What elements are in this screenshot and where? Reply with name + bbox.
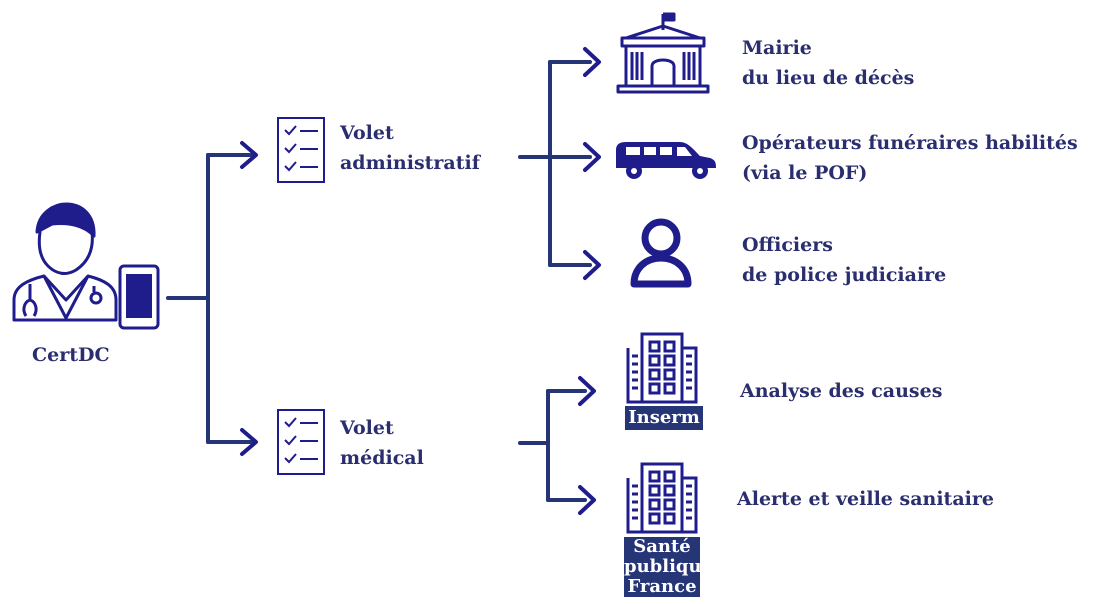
mairie-label: Mairie du lieu de décès [742, 33, 914, 93]
volet-medical-label: Volet médical [340, 413, 424, 473]
operateurs-line1: Opérateurs funéraires habilités [742, 132, 1078, 154]
volet-admin-line2: administratif [340, 152, 480, 174]
town-hall-icon [616, 12, 710, 94]
connector-admin-trunk [518, 60, 552, 267]
spf-tag: Santé publique France [624, 536, 714, 597]
checklist-icon-medical [277, 409, 325, 475]
spf-tag-line3: France [627, 576, 697, 597]
mairie-line2: du lieu de décès [742, 67, 915, 89]
person-icon [630, 218, 692, 288]
officiers-line1: Officiers [742, 234, 833, 256]
arrowhead-volet-admin [240, 141, 258, 169]
hearse-icon [616, 142, 716, 179]
inserm-tag: Inserm [625, 406, 703, 430]
volet-medical-line1: Volet [340, 417, 394, 439]
arrowhead-officiers [583, 250, 601, 280]
certdc-label: CertDC [32, 344, 110, 366]
arrowhead-inserm [578, 376, 596, 406]
arrowhead-operateurs [583, 142, 601, 172]
officiers-line2: de police judiciaire [742, 264, 947, 286]
building-icon-inserm [626, 332, 698, 404]
connector-certdc [166, 153, 210, 444]
spf-tag-line2: publique [624, 556, 714, 577]
arrowhead-mairie [583, 47, 601, 77]
arrowhead-spf [578, 485, 596, 515]
operateurs-label: Opérateurs funéraires habilités (via le … [742, 128, 1078, 188]
operateurs-line2: (via le POF) [742, 162, 868, 184]
doctor-with-tablet-icon [12, 202, 160, 330]
volet-admin-line1: Volet [340, 122, 394, 144]
arrowhead-volet-medical [240, 428, 258, 456]
checklist-icon-admin [277, 117, 325, 183]
analyse-label: Analyse des causes [740, 380, 943, 402]
connector-medical-trunk [518, 389, 550, 502]
volet-admin-label: Volet administratif [340, 118, 480, 178]
building-icon-spf [626, 462, 698, 534]
spf-tag-line1: Santé [633, 536, 691, 557]
officiers-label: Officiers de police judiciaire [742, 230, 946, 290]
volet-medical-line2: médical [340, 447, 424, 469]
mairie-line1: Mairie [742, 37, 812, 59]
alerte-label: Alerte et veille sanitaire [737, 488, 994, 510]
